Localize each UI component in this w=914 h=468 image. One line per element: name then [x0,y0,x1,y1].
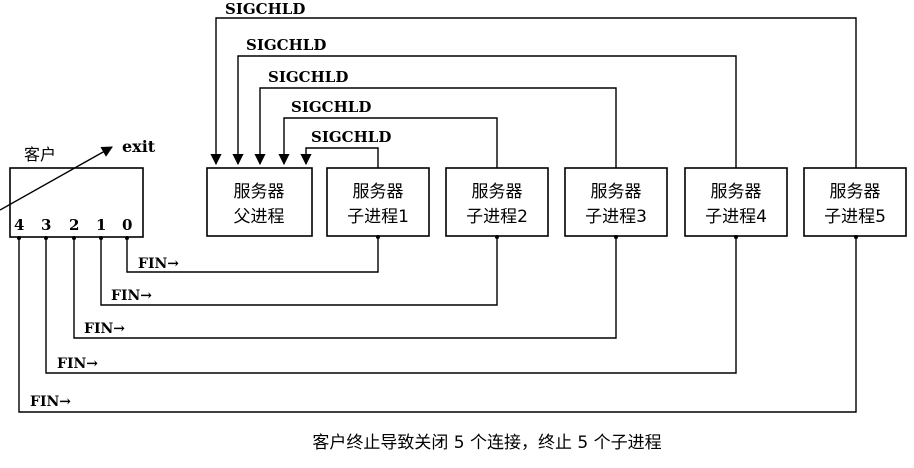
server-child-1: 服务器 子进程1 [326,167,430,237]
port-dot-4 [17,236,21,240]
sigchld-label-3: SIGCHLD [268,68,348,86]
fin-label-2: FIN→ [84,321,125,337]
server-child-1-line1: 服务器 [353,182,404,202]
endpoint-dot-child-3 [614,235,618,239]
server-child-5: 服务器 子进程5 [803,167,907,237]
exit-arrow: exit [0,137,156,211]
client-port-2: 2 [69,216,79,234]
server-child-2-line2: 子进程2 [466,207,528,227]
endpoint-dot-child-2 [495,235,499,239]
client-port-3: 3 [41,216,51,234]
server-box-child-2 [445,167,549,237]
server-child-4-line1: 服务器 [711,182,762,202]
fin-label-0: FIN→ [138,256,179,272]
figure-caption: 客户终止导致关闭 5 个连接，终止 5 个子进程 [312,433,661,453]
sigchld-lines [210,17,857,168]
server-child-3-line2: 子进程3 [585,207,647,227]
fin-label-4: FIN→ [30,394,71,410]
client-label: 客户 [24,145,56,164]
sigchld-label-4: SIGCHLD [246,36,326,54]
fin-line-0 [126,236,379,273]
endpoint-dot-child-4 [734,235,738,239]
sigchld-line-4 [232,55,737,168]
sigchld-labels: SIGCHLD SIGCHLD SIGCHLD SIGCHLD SIGCHLD [225,0,391,146]
client-box [9,167,144,238]
server-box-child-1 [326,167,430,237]
server-nodes: 服务器 父进程 服务器 子进程1 服务器 子进程2 服务器 子进程3 服务器 子… [206,167,907,237]
port-dot-3 [44,236,48,240]
port-dot-0 [125,236,129,240]
port-dot-1 [99,236,103,240]
fin-lines [18,236,857,413]
server-child-4: 服务器 子进程4 [684,167,788,237]
server-child-2-line1: 服务器 [472,182,523,202]
client-node: 客户 4 3 2 1 0 [9,145,144,240]
sigchld-label-2: SIGCHLD [291,98,371,116]
server-parent: 服务器 父进程 [206,167,313,237]
exit-label: exit [122,137,156,156]
server-child-2: 服务器 子进程2 [445,167,549,237]
sigchld-line-5 [210,17,857,168]
sigchld-label-5: SIGCHLD [225,0,305,18]
fin-line-3 [45,236,737,374]
sigchld-line-1 [300,147,379,168]
server-child-5-line2: 子进程5 [824,207,886,227]
server-box-child-5 [803,167,907,237]
exit-arrow-line [0,146,113,211]
fin-label-3: FIN→ [57,356,98,372]
fin-line-2 [73,236,617,339]
server-child-3: 服务器 子进程3 [564,167,668,237]
fin-line-4 [18,236,857,413]
sigchld-label-1: SIGCHLD [311,128,391,146]
endpoint-dots [376,235,858,239]
server-child-4-line2: 子进程4 [705,207,767,227]
server-child-3-line1: 服务器 [591,182,642,202]
sigchld-line-2 [278,117,498,168]
server-parent-line1: 服务器 [234,182,285,202]
server-box-parent [206,167,313,237]
fin-labels: FIN→ FIN→ FIN→ FIN→ FIN→ [30,256,179,410]
sigchld-line-3 [254,87,617,168]
client-port-4: 4 [14,216,24,234]
endpoint-dot-child-1 [376,235,380,239]
client-port-0: 0 [122,216,132,234]
fin-label-1: FIN→ [111,288,152,304]
server-child-1-line2: 子进程1 [347,207,409,227]
endpoint-dot-child-5 [854,235,858,239]
server-box-child-4 [684,167,788,237]
port-dot-2 [72,236,76,240]
server-child-5-line1: 服务器 [830,182,881,202]
fin-line-1 [100,236,498,306]
server-parent-line2: 父进程 [234,207,285,227]
client-port-1: 1 [96,216,106,234]
